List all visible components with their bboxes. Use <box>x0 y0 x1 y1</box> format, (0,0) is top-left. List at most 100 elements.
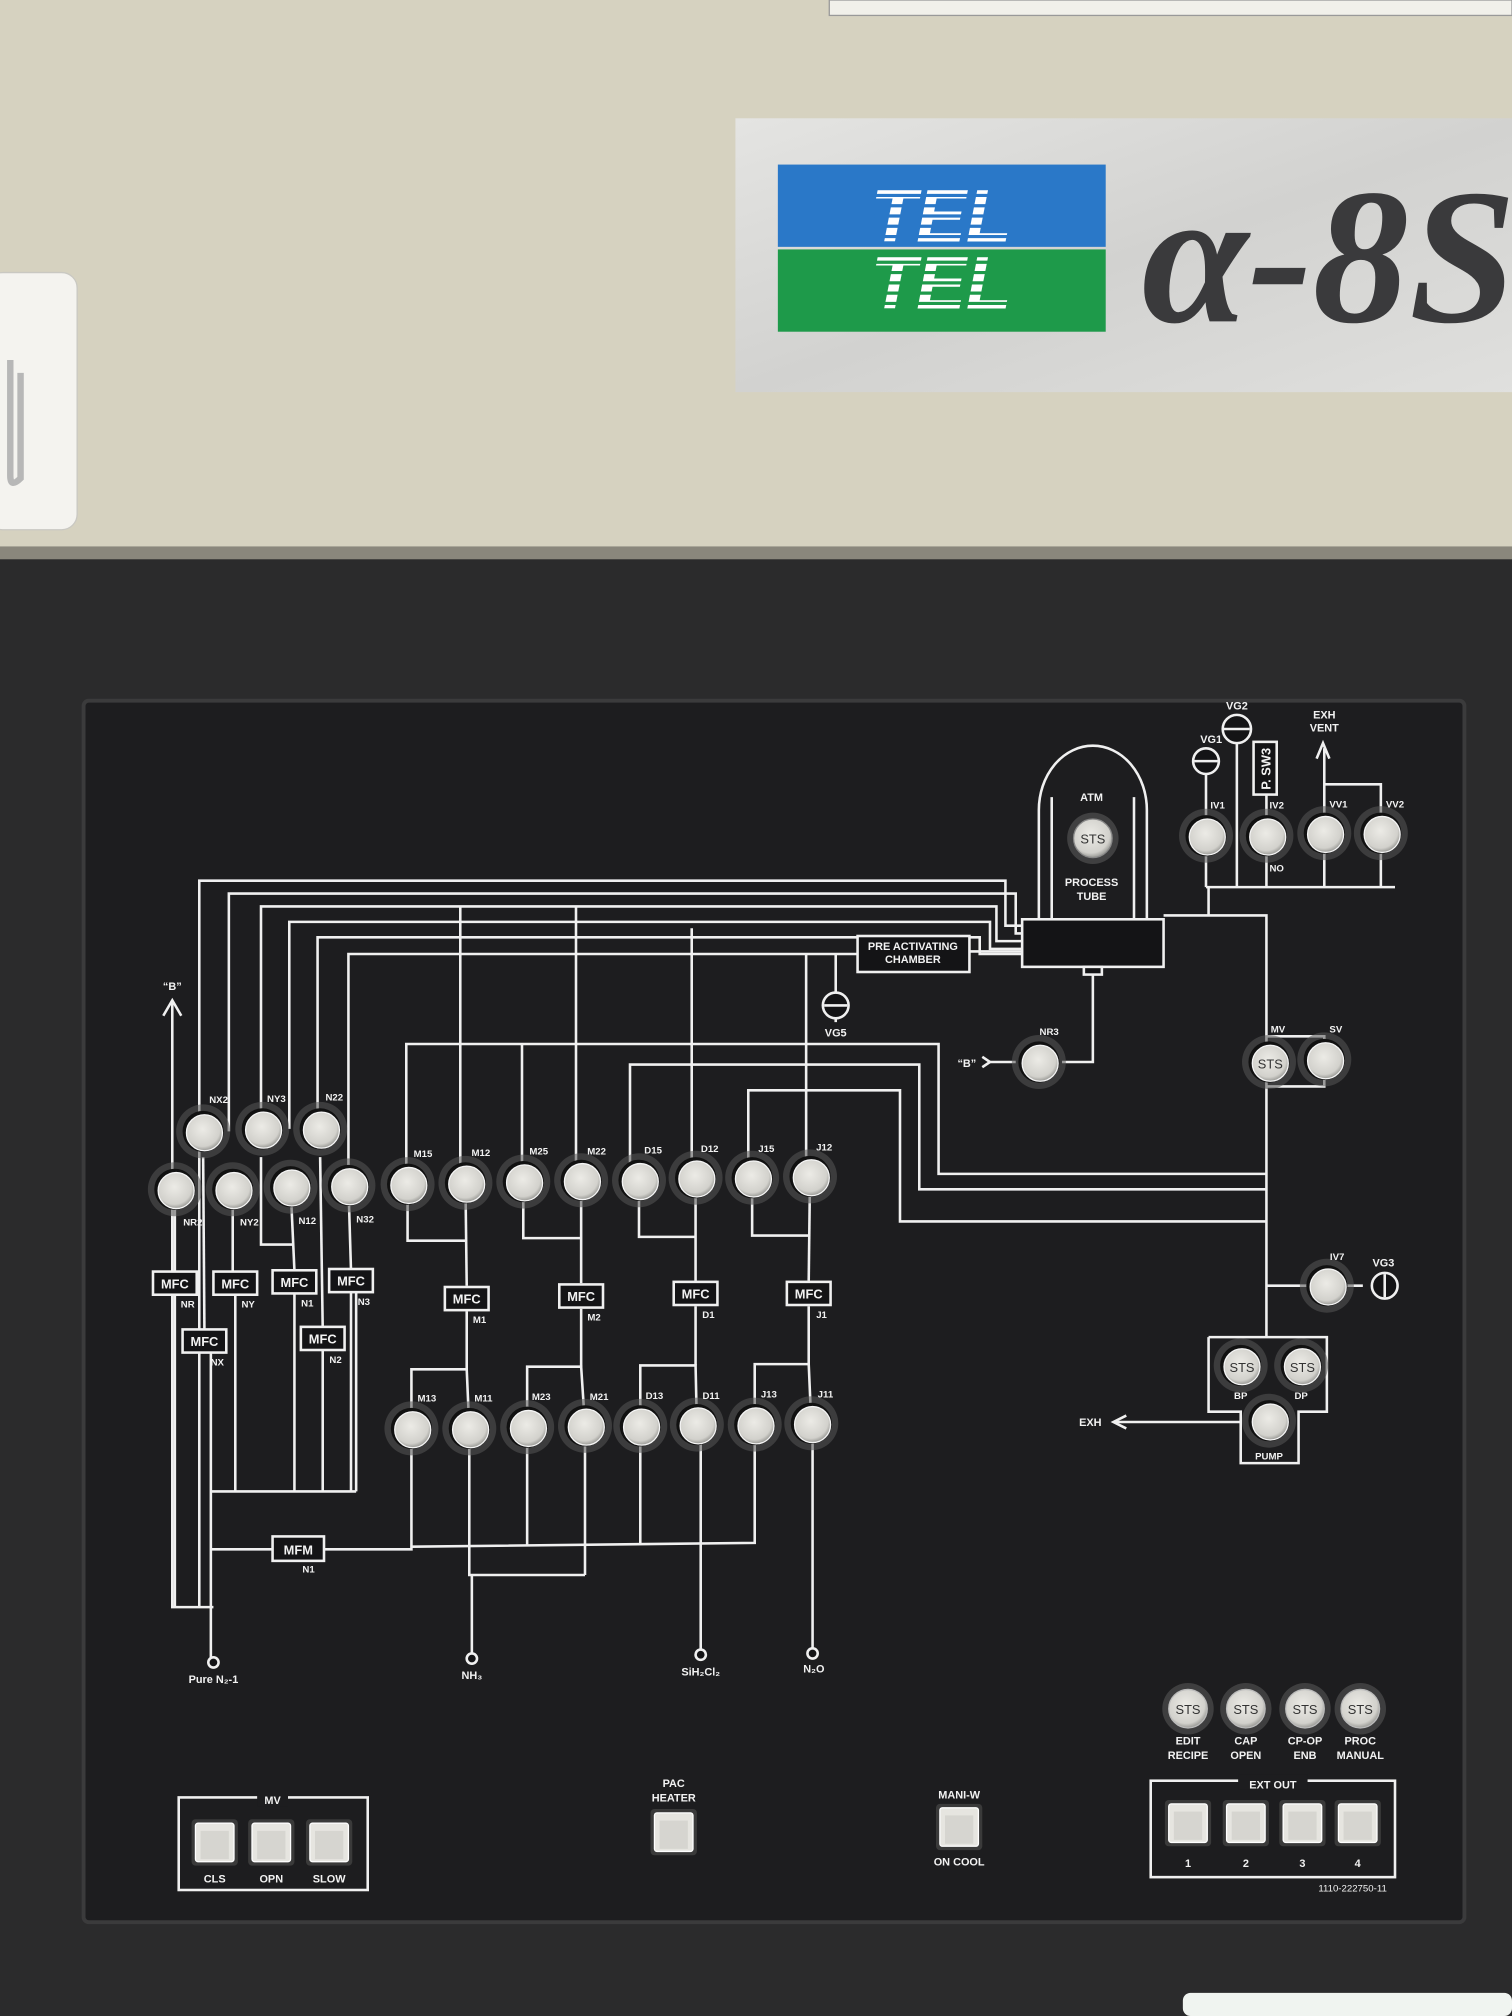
valve-label: J11 <box>818 1390 834 1401</box>
valve-label: SV <box>1329 1024 1342 1035</box>
valve-vv2[interactable]: VV2 <box>1353 799 1408 861</box>
ext-out-button-4[interactable]: 4 <box>1334 1800 1381 1870</box>
valve-label: N22 <box>325 1093 343 1104</box>
valve-lamp <box>678 1160 716 1198</box>
valve-lamp <box>1309 1268 1347 1306</box>
mfc-tag: N1 <box>301 1298 314 1309</box>
valve-lamp <box>1223 1348 1261 1386</box>
valve-ny2[interactable]: NY2 <box>205 1162 260 1228</box>
status-label-2: ENB <box>1293 1750 1316 1762</box>
atm-sts-button[interactable]: STS <box>1067 812 1119 864</box>
valve-iv2[interactable]: IV2 <box>1239 801 1294 863</box>
valve-j15[interactable]: J15 <box>725 1144 780 1205</box>
valve-nr2[interactable]: NR2 <box>147 1162 203 1228</box>
valve-nx2[interactable]: NX2 <box>176 1095 231 1159</box>
valve-lamp <box>1021 1044 1059 1082</box>
valve-lamp <box>505 1164 544 1202</box>
valve-n22[interactable]: N22 <box>293 1093 348 1156</box>
valve-ny3[interactable]: NY3 <box>235 1094 290 1156</box>
sts-label: STS <box>1176 1702 1201 1717</box>
valve-lamp <box>157 1171 195 1210</box>
valve-d13[interactable]: D13 <box>613 1391 668 1453</box>
mfc-tag: D1 <box>702 1310 715 1321</box>
mfc-tag: NR <box>181 1300 195 1311</box>
valve-m15[interactable]: M15 <box>380 1149 435 1212</box>
valve-d11[interactable]: D11 <box>669 1391 724 1452</box>
valve-d12[interactable]: D12 <box>668 1144 723 1205</box>
valve-pump[interactable]: PUMP <box>1242 1393 1296 1463</box>
vg5-label: VG5 <box>825 1027 847 1039</box>
valve-label: NY2 <box>240 1217 259 1228</box>
tel-logo: TEL TEL <box>777 164 1106 332</box>
valve-j11[interactable]: J11 <box>784 1390 839 1451</box>
valve-label: M21 <box>590 1392 609 1403</box>
pre-activating-chamber: PRE ACTIVATING CHAMBER <box>856 934 971 974</box>
mfc-label: MFC <box>161 1276 189 1291</box>
valve-label: M22 <box>587 1147 606 1158</box>
mv-button-cls[interactable]: CLS <box>191 1819 238 1885</box>
valve-m25[interactable]: M25 <box>496 1147 551 1209</box>
valve-label: NR2 <box>183 1217 202 1228</box>
valve-m23[interactable]: M23 <box>500 1392 555 1455</box>
valve-n12[interactable]: N12 <box>263 1159 318 1227</box>
valve-m21[interactable]: M21 <box>558 1392 612 1453</box>
valve-vv1[interactable]: VV1 <box>1297 799 1352 861</box>
valve-label: N32 <box>356 1215 374 1226</box>
source-sih2cl2: SiH₂Cl₂ <box>681 1648 720 1678</box>
mv-group: MV <box>177 1791 369 1892</box>
mv-button-slow[interactable]: SLOW <box>306 1819 353 1885</box>
ext-out-button-1[interactable]: 1 <box>1164 1800 1212 1870</box>
mani-w-button[interactable] <box>936 1803 983 1851</box>
valve-sv[interactable]: SV <box>1297 1024 1352 1087</box>
valve-m13[interactable]: M13 <box>384 1393 439 1456</box>
valve-m22[interactable]: M22 <box>554 1147 609 1208</box>
vg2-gauge-icon: VG2 <box>1221 701 1253 745</box>
valve-iv1[interactable]: IV1 <box>1179 801 1233 863</box>
status-label-2: RECIPE <box>1168 1750 1209 1762</box>
valve-nr3[interactable]: NR3 <box>1011 1027 1066 1089</box>
valve-lamp <box>509 1409 548 1448</box>
ext-out-number: 2 <box>1243 1858 1249 1870</box>
valve-label: D11 <box>702 1391 720 1402</box>
ext-out-button-3[interactable]: 3 <box>1279 1800 1326 1870</box>
valve-lamp <box>1283 1348 1322 1386</box>
ext-out-number: 4 <box>1355 1858 1361 1870</box>
valve-label: IV7 <box>1330 1252 1344 1263</box>
top-strip <box>828 0 1512 17</box>
pac-heater-button[interactable] <box>650 1809 697 1856</box>
valve-label: NY3 <box>267 1094 286 1105</box>
valve-j12[interactable]: J12 <box>783 1143 837 1204</box>
pac-heater-label: PAC <box>663 1778 685 1790</box>
valve-d15[interactable]: D15 <box>612 1145 666 1208</box>
valve-lamp <box>185 1114 224 1152</box>
valve-j13[interactable]: J13 <box>727 1390 782 1452</box>
status-label-2: OPEN <box>1230 1750 1261 1762</box>
valve-lamp <box>215 1171 253 1210</box>
valve-m11[interactable]: M11 <box>442 1393 497 1456</box>
valve-lamp <box>302 1111 341 1149</box>
valve-label: N12 <box>298 1216 316 1227</box>
valve-iv7[interactable]: IV7 <box>1299 1252 1354 1313</box>
mv-button-opn[interactable]: OPN <box>248 1819 295 1885</box>
valve-n32[interactable]: N32 <box>321 1158 376 1226</box>
sticker <box>1182 1992 1512 2016</box>
b-port-left-label: “B” <box>163 981 182 993</box>
ext-out-button-2[interactable]: 2 <box>1222 1800 1269 1870</box>
valve-label: D15 <box>644 1145 662 1156</box>
mfc-label: MFC <box>567 1289 595 1304</box>
ext-out-number: 1 <box>1185 1858 1191 1870</box>
valve-m12[interactable]: M12 <box>438 1148 493 1210</box>
valve-label: MV <box>1271 1024 1286 1035</box>
